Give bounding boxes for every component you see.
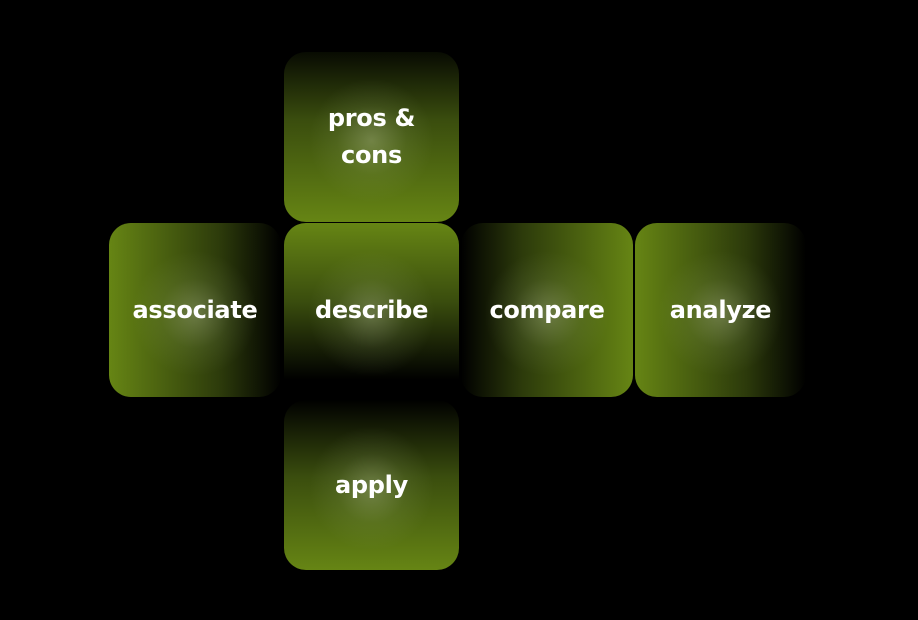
tile-associate[interactable]: associate <box>109 223 281 397</box>
tile-label: describe <box>314 295 429 324</box>
tile-compare[interactable]: compare <box>461 223 633 397</box>
tile-label: analyze <box>669 295 772 324</box>
tile-label: associate <box>132 295 258 324</box>
tile-apply[interactable]: apply <box>284 400 459 570</box>
tile-analyze[interactable]: analyze <box>635 223 806 397</box>
tile-label: pros & cons <box>327 104 416 169</box>
tile-label: apply <box>335 470 408 499</box>
tile-pros-and-cons[interactable]: pros & cons <box>284 52 459 222</box>
tile-describe[interactable]: describe <box>284 223 459 397</box>
tile-label: compare <box>489 295 605 324</box>
